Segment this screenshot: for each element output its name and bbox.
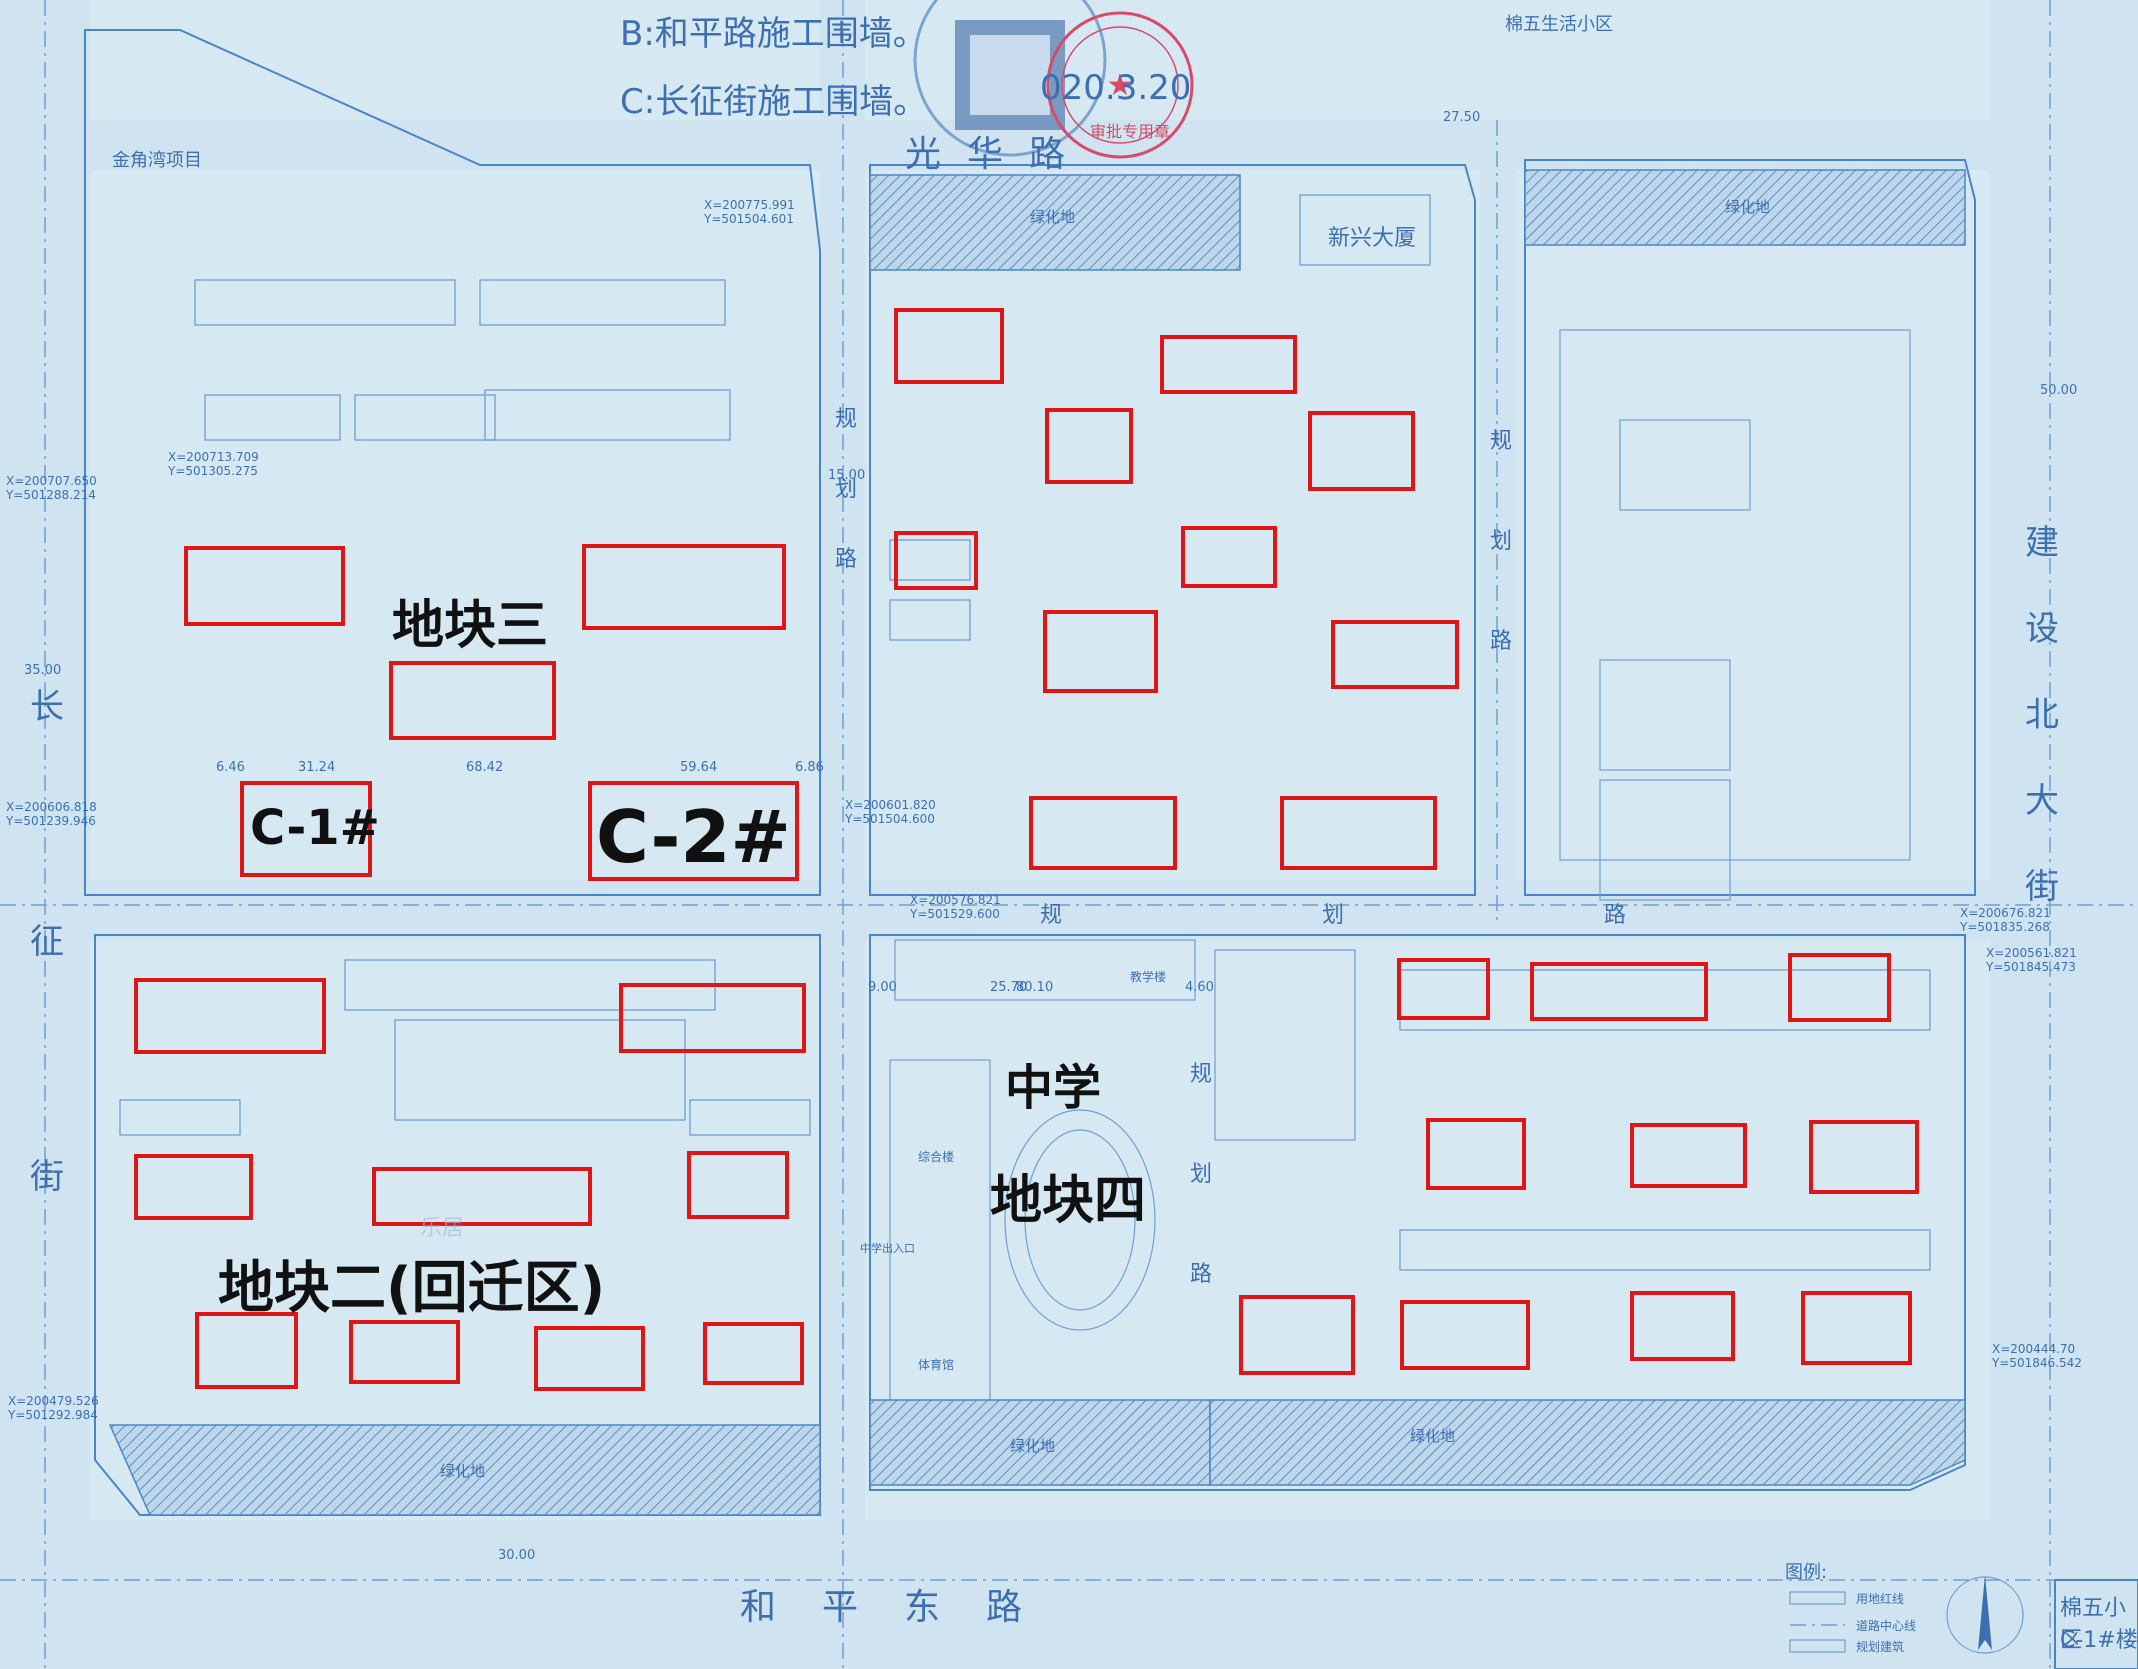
qr-seal	[913, 0, 1107, 157]
north-arrow-icon	[1946, 1575, 2024, 1654]
title-block	[2054, 1579, 2138, 1669]
redbox-c1	[240, 781, 372, 877]
redbox-c2	[588, 781, 799, 881]
redbox-plot3-c	[389, 661, 556, 740]
green-belts	[108, 169, 1966, 1516]
legend-symbols	[1789, 1591, 1846, 1653]
redbox-plot3-a	[184, 546, 345, 626]
highlighted-buildings	[134, 308, 1919, 1391]
redbox-plot3-b	[582, 544, 786, 630]
svg-text:★: ★	[1107, 68, 1134, 103]
red-approval-seal: ★	[1046, 11, 1194, 159]
existing-buildings	[119, 194, 1931, 1271]
